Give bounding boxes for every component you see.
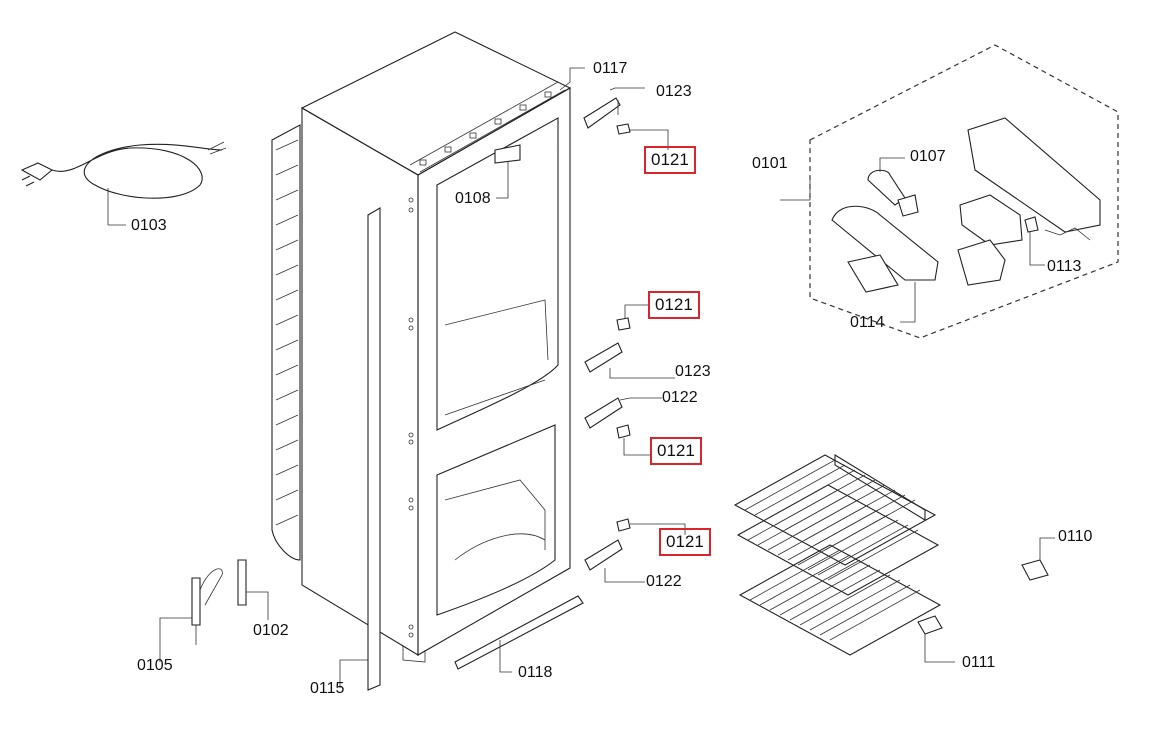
label-0121-highlight-4: 0121 [659,528,711,556]
label-0113: 0113 [1047,258,1082,275]
plug-0102 [237,559,269,620]
label-0123-mid: 0123 [675,363,711,380]
label-0115: 0115 [310,680,345,697]
sensor-0108 [494,144,521,199]
label-0117: 0117 [593,60,628,77]
wire-shelves [733,454,942,656]
label-0102: 0102 [253,622,289,639]
cabinet-body [271,31,572,663]
label-0111: 0111 [962,654,996,671]
label-0108: 0108 [455,190,491,207]
hinge-0122-bottom [584,518,686,583]
part-0111 [917,615,955,663]
label-0121-highlight-2: 0121 [648,291,700,319]
label-0103: 0103 [131,217,167,234]
label-0107: 0107 [910,148,946,165]
control-module-0101 [780,44,1119,339]
label-0121-highlight-3: 0121 [650,437,702,465]
power-cord [20,141,227,226]
label-0110: 0110 [1058,528,1093,545]
seal-strip-0115 [339,207,381,691]
hinge-0123-mid [584,304,675,379]
label-0122-mid: 0122 [662,389,698,406]
thermostat-0105 [159,568,223,662]
hinge-0123-top [583,87,669,150]
leader-0117 [559,67,585,91]
label-0101: 0101 [752,155,788,172]
label-0118: 0118 [518,664,553,681]
label-0105: 0105 [137,657,173,674]
seal-strip-0118 [454,595,584,673]
label-0122-bottom: 0122 [646,573,682,590]
label-0121-highlight-1: 0121 [644,146,696,174]
hinge-0122-mid [584,397,662,456]
label-0114: 0114 [850,314,885,331]
part-0110 [1021,537,1055,581]
label-0123-top: 0123 [656,83,692,100]
